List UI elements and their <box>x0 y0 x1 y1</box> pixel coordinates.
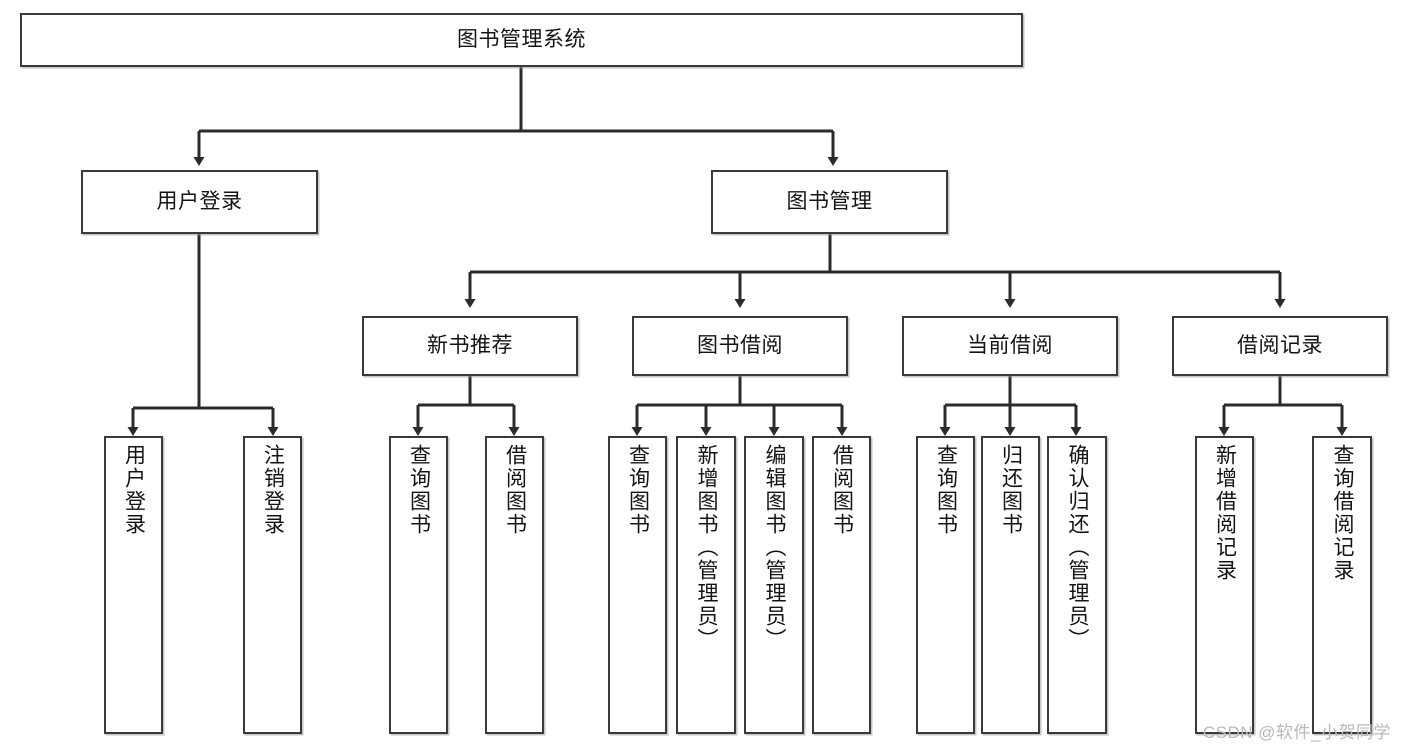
leaf-borrow-book[interactable]: 借阅图书 <box>812 436 871 734</box>
leaf-borrow-book-label: 借阅图书 <box>830 444 854 536</box>
node-book-management-label: 图书管理 <box>786 189 873 213</box>
node-borrow-records[interactable]: 借阅记录 <box>1172 316 1388 376</box>
leaf-confirm-return-admin[interactable]: 确认归还（管理员） <box>1047 436 1107 734</box>
leaf-query-book-current[interactable]: 查询图书 <box>916 436 975 734</box>
leaf-add-book-admin-label: 新增图书（管理员） <box>695 444 719 651</box>
leaf-add-book-admin[interactable]: 新增图书（管理员） <box>676 436 736 734</box>
leaf-user-login-label: 用户登录 <box>122 444 146 536</box>
leaf-query-book-newbook[interactable]: 查询图书 <box>389 436 448 734</box>
node-user-login-label: 用户登录 <box>156 189 243 213</box>
leaf-edit-book-admin[interactable]: 编辑图书（管理员） <box>744 436 804 734</box>
leaf-query-borrow-record[interactable]: 查询借阅记录 <box>1312 436 1372 734</box>
leaf-logout-label: 注销登录 <box>261 444 285 536</box>
leaf-query-book-current-label: 查询图书 <box>934 444 958 536</box>
leaf-add-borrow-record-label: 新增借阅记录 <box>1213 444 1237 582</box>
node-current-borrow-label: 当前借阅 <box>967 333 1053 357</box>
node-book-borrow-label: 图书借阅 <box>697 333 783 357</box>
node-current-borrow[interactable]: 当前借阅 <box>902 316 1118 376</box>
leaf-edit-book-admin-label: 编辑图书（管理员） <box>763 444 787 651</box>
leaf-borrow-book-newbook[interactable]: 借阅图书 <box>485 436 544 734</box>
leaf-query-book-borrow[interactable]: 查询图书 <box>608 436 667 734</box>
node-user-login[interactable]: 用户登录 <box>81 170 318 234</box>
leaf-logout[interactable]: 注销登录 <box>243 436 302 734</box>
node-new-book-recommend[interactable]: 新书推荐 <box>362 316 578 376</box>
node-borrow-records-label: 借阅记录 <box>1237 333 1323 357</box>
node-root-label: 图书管理系统 <box>457 27 586 51</box>
leaf-user-login[interactable]: 用户登录 <box>104 436 163 734</box>
leaf-confirm-return-admin-label: 确认归还（管理员） <box>1066 444 1090 651</box>
leaf-return-book[interactable]: 归还图书 <box>981 436 1040 734</box>
node-book-borrow[interactable]: 图书借阅 <box>632 316 848 376</box>
leaf-query-book-newbook-label: 查询图书 <box>407 444 431 536</box>
node-book-management[interactable]: 图书管理 <box>711 170 948 234</box>
leaf-return-book-label: 归还图书 <box>999 444 1023 536</box>
leaf-add-borrow-record[interactable]: 新增借阅记录 <box>1195 436 1254 734</box>
node-root[interactable]: 图书管理系统 <box>20 13 1023 67</box>
leaf-borrow-book-newbook-label: 借阅图书 <box>503 444 527 536</box>
node-new-book-recommend-label: 新书推荐 <box>427 333 513 357</box>
leaf-query-book-borrow-label: 查询图书 <box>626 444 650 536</box>
leaf-query-borrow-record-label: 查询借阅记录 <box>1331 444 1355 582</box>
